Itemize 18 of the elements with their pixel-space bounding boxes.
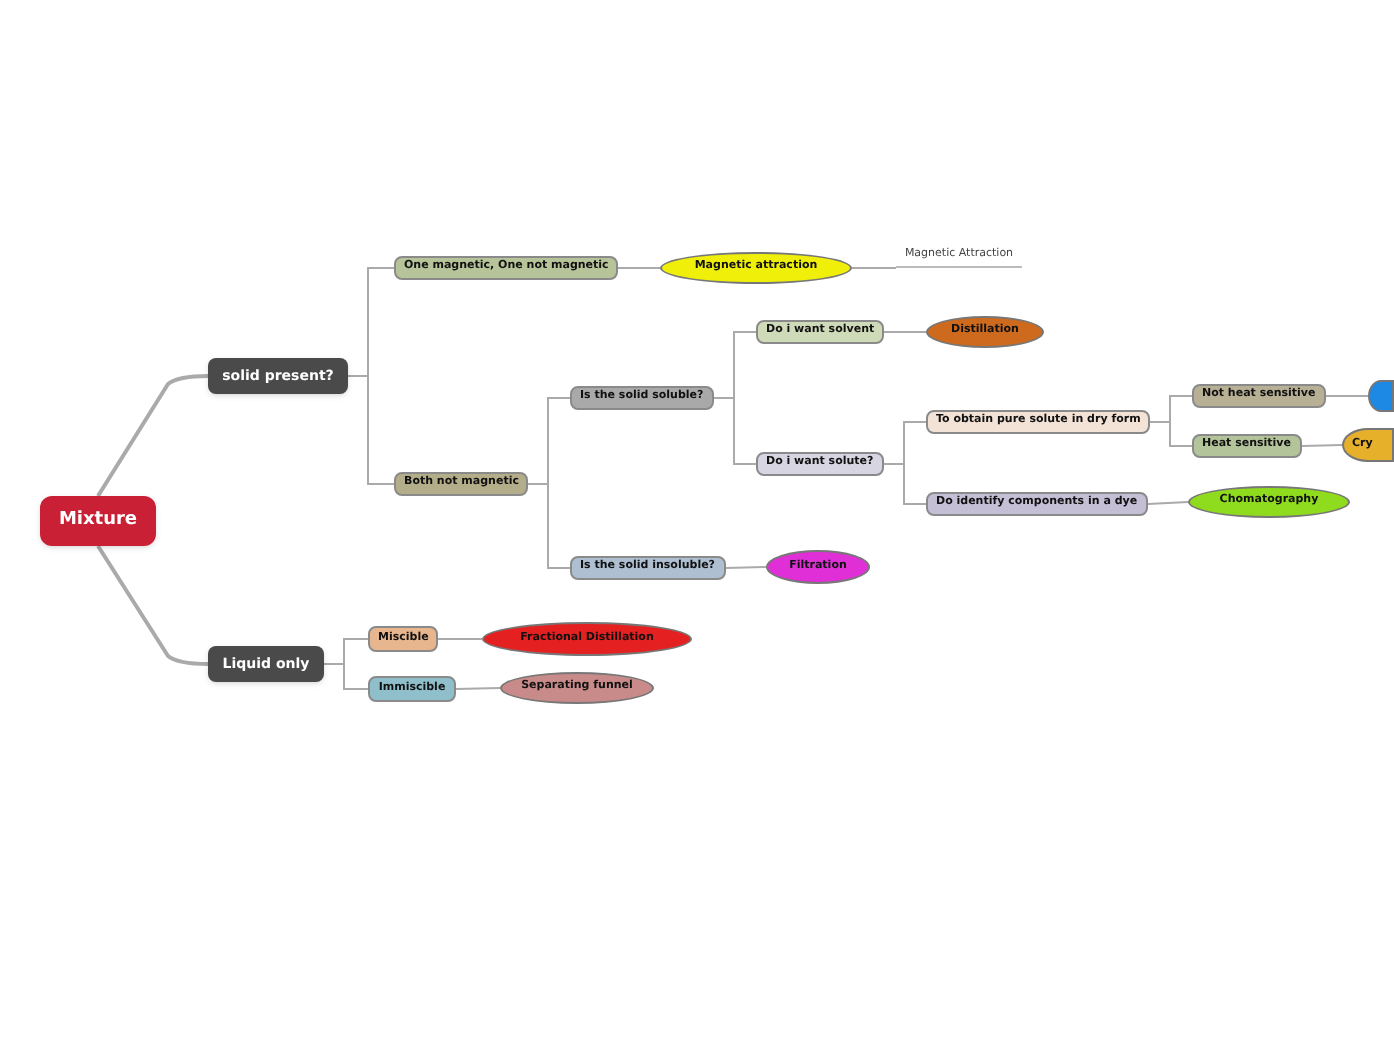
connector-line <box>437 638 483 640</box>
connector-line <box>851 267 897 269</box>
connector-line <box>455 687 501 690</box>
ellipse-shape <box>1368 380 1394 412</box>
connector-line <box>617 267 661 269</box>
connector-line <box>883 331 927 333</box>
connector-line <box>1301 444 1343 447</box>
connector-line <box>1147 501 1189 505</box>
connector-line <box>323 663 369 690</box>
connector-line <box>1325 395 1369 397</box>
connector-line <box>725 566 767 569</box>
connector-line <box>1149 421 1193 447</box>
connector-line <box>96 544 209 666</box>
connector-line <box>713 397 757 465</box>
connector-line <box>883 463 927 505</box>
root-topic: Mixture <box>40 496 156 546</box>
connector-line <box>96 374 209 498</box>
connector-line <box>527 483 571 569</box>
